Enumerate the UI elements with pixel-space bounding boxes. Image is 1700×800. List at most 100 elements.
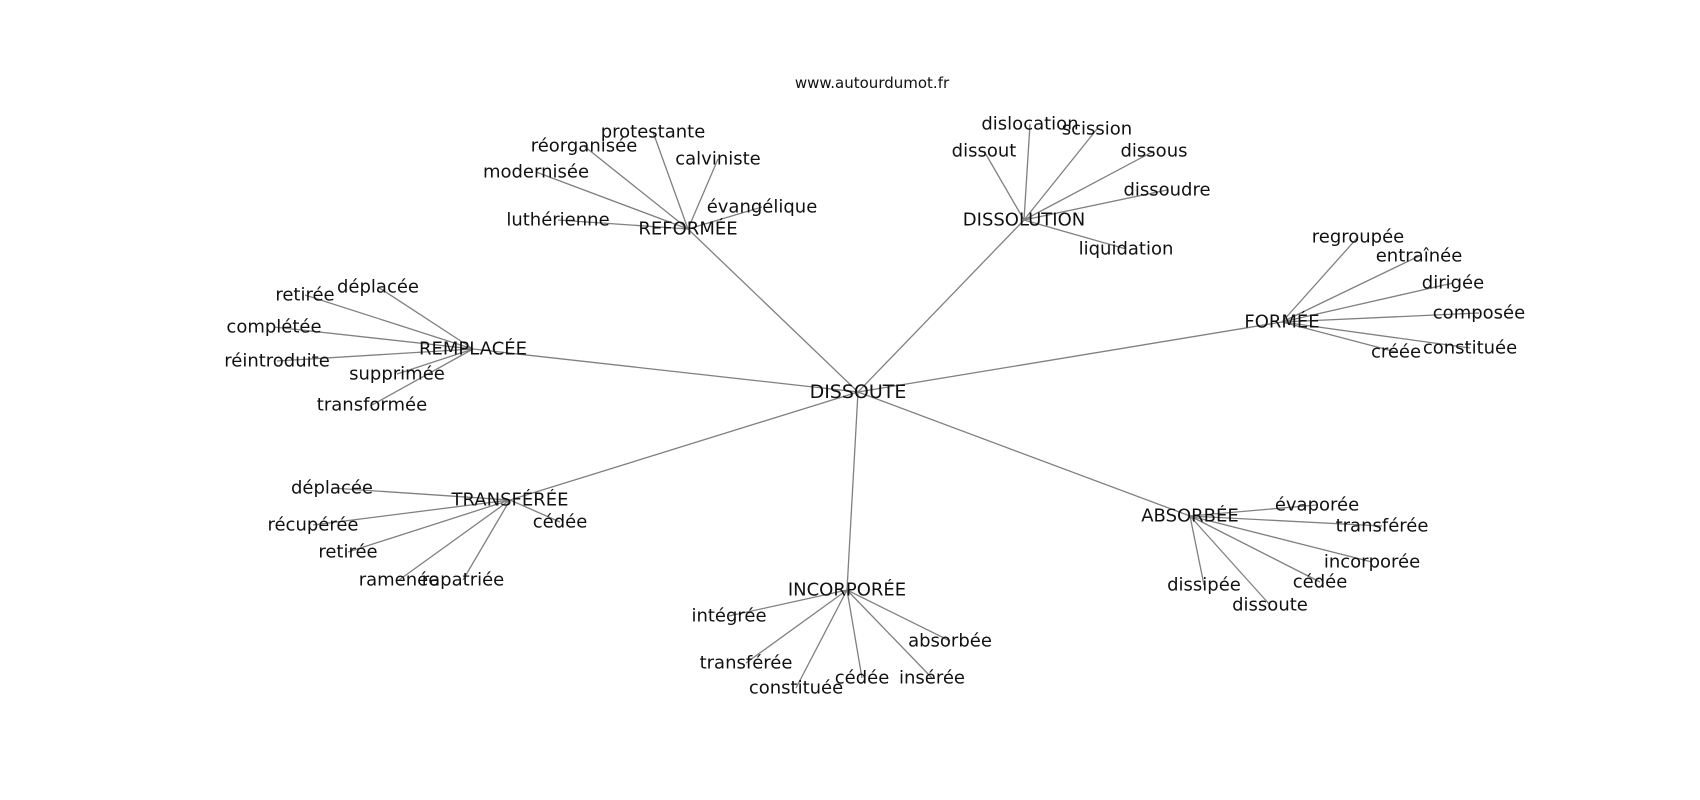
leaf-word[interactable]: supprimée xyxy=(349,364,445,385)
edge-hub-to-leaf xyxy=(1023,123,1031,221)
edge-hub-to-leaf xyxy=(1189,515,1383,527)
leaf-word[interactable]: transformée xyxy=(317,395,427,416)
leaf-word[interactable]: récupérée xyxy=(267,515,358,536)
edge-hub-to-leaf xyxy=(846,589,951,642)
graph-edges xyxy=(273,123,1480,689)
edge-hub-to-leaf xyxy=(1281,282,1454,323)
edge-hub-to-leaf xyxy=(846,589,863,679)
hub-word[interactable]: INCORPORÉE xyxy=(788,579,906,601)
edge-hub-to-leaf xyxy=(687,206,763,230)
leaf-word[interactable]: entraînée xyxy=(1376,246,1463,267)
edge-hub-to-leaf xyxy=(347,499,511,553)
leaf-word[interactable]: regroupée xyxy=(1312,227,1405,248)
edge-hub-to-leaf xyxy=(745,589,848,664)
edge-hub-to-leaf xyxy=(396,348,474,375)
edge-hub-to-leaf xyxy=(462,499,511,581)
leaf-word[interactable]: dissous xyxy=(1121,141,1188,162)
site-url[interactable]: www.autourdumot.fr xyxy=(795,74,950,92)
leaf-word[interactable]: évangélique xyxy=(707,197,818,218)
edge-hub-to-leaf xyxy=(312,499,511,526)
leaf-word[interactable]: constituée xyxy=(749,678,843,699)
leaf-word[interactable]: absorbée xyxy=(908,631,992,652)
leaf-word[interactable]: déplacée xyxy=(291,478,373,499)
leaf-word[interactable]: cédée xyxy=(1293,572,1348,593)
leaf-word[interactable]: incorporée xyxy=(1324,552,1420,573)
leaf-word[interactable]: protestante xyxy=(601,122,706,143)
edge-hub-to-leaf xyxy=(304,294,474,350)
edge-hub-to-leaf xyxy=(1189,515,1321,583)
leaf-word[interactable]: rapatriée xyxy=(422,570,505,591)
edge-hub-to-leaf xyxy=(398,499,511,581)
edge-hub-to-leaf xyxy=(1281,321,1471,349)
edge-hub-to-leaf xyxy=(1189,504,1318,517)
leaf-word[interactable]: scission xyxy=(1062,119,1132,140)
edge-hub-to-leaf xyxy=(1189,515,1205,586)
leaf-word[interactable]: réorganisée xyxy=(531,136,638,157)
leaf-word[interactable]: créée xyxy=(1371,342,1421,363)
edge-center-to-hub xyxy=(846,391,859,591)
leaf-word[interactable]: luthérienne xyxy=(506,210,609,231)
edge-hub-to-leaf xyxy=(983,150,1025,221)
leaf-word[interactable]: dirigée xyxy=(1422,273,1484,294)
edge-hub-to-leaf xyxy=(535,171,689,230)
hub-word[interactable]: REMPLACÉE xyxy=(419,338,527,360)
edge-hub-to-leaf xyxy=(583,145,689,230)
leaf-word[interactable]: cédée xyxy=(835,668,890,689)
edge-center-to-hub xyxy=(687,228,859,393)
edge-hub-to-leaf xyxy=(276,348,474,362)
edge-hub-to-leaf xyxy=(377,286,474,350)
leaf-word[interactable]: transférée xyxy=(700,653,793,674)
leaf-word[interactable]: dissipée xyxy=(1167,575,1241,596)
leaf-word[interactable]: dislocation xyxy=(981,114,1078,135)
edge-hub-to-leaf xyxy=(795,589,848,689)
edge-hub-to-leaf xyxy=(1281,255,1420,323)
hub-word[interactable]: REFORMÉE xyxy=(638,218,737,240)
edge-hub-to-leaf xyxy=(1189,515,1373,563)
leaf-word[interactable]: dissoute xyxy=(1232,595,1308,616)
edge-hub-to-leaf xyxy=(1281,321,1397,353)
edge-center-to-hub xyxy=(857,219,1025,393)
leaf-word[interactable]: dissoudre xyxy=(1123,180,1210,201)
edge-hub-to-leaf xyxy=(371,348,474,406)
edge-hub-to-leaf xyxy=(331,487,511,501)
hub-word[interactable]: FORMÉE xyxy=(1244,311,1319,333)
leaf-word[interactable]: intégrée xyxy=(691,606,766,627)
edge-hub-to-leaf xyxy=(728,589,848,617)
edge-center-to-hub xyxy=(857,391,1191,517)
edge-hub-to-leaf xyxy=(1023,128,1098,221)
edge-center-to-hub xyxy=(472,348,859,393)
leaf-word[interactable]: retirée xyxy=(318,542,377,563)
hub-word[interactable]: ABSORBÉE xyxy=(1141,505,1239,527)
leaf-word[interactable]: déplacée xyxy=(337,277,419,298)
edge-hub-to-leaf xyxy=(557,219,689,230)
edge-hub-to-leaf xyxy=(1023,150,1155,221)
edge-center-to-hub xyxy=(857,321,1283,393)
edge-center-to-hub xyxy=(509,391,859,501)
center-word[interactable]: DISSOUTE xyxy=(810,381,907,403)
leaf-word[interactable]: calviniste xyxy=(675,149,761,170)
leaf-word[interactable]: retirée xyxy=(275,285,334,306)
leaf-word[interactable]: ramenée xyxy=(359,570,440,591)
edge-hub-to-leaf xyxy=(1281,236,1359,323)
leaf-word[interactable]: insérée xyxy=(899,668,965,689)
leaf-word[interactable]: constituée xyxy=(1423,338,1517,359)
edge-hub-to-leaf xyxy=(652,131,689,230)
edge-hub-to-leaf xyxy=(1189,515,1271,606)
leaf-word[interactable]: dissout xyxy=(952,141,1017,162)
leaf-word[interactable]: liquidation xyxy=(1079,239,1174,260)
leaf-word[interactable]: complétée xyxy=(226,317,321,338)
leaf-word[interactable]: transférée xyxy=(1336,516,1429,537)
hub-word[interactable]: DISSOLUTION xyxy=(963,210,1085,231)
leaf-word[interactable]: modernisée xyxy=(483,162,589,183)
hub-word[interactable]: TRANSFÉRÉE xyxy=(451,489,569,511)
leaf-word[interactable]: composée xyxy=(1433,303,1525,324)
leaf-word[interactable]: réintroduite xyxy=(224,351,330,372)
leaf-word[interactable]: cédée xyxy=(533,512,588,533)
leaf-word[interactable]: évaporée xyxy=(1275,495,1359,516)
edge-hub-to-leaf xyxy=(846,589,933,679)
edge-hub-to-leaf xyxy=(1023,219,1127,250)
edge-hub-to-leaf xyxy=(1023,189,1168,221)
edge-hub-to-leaf xyxy=(1281,312,1480,323)
